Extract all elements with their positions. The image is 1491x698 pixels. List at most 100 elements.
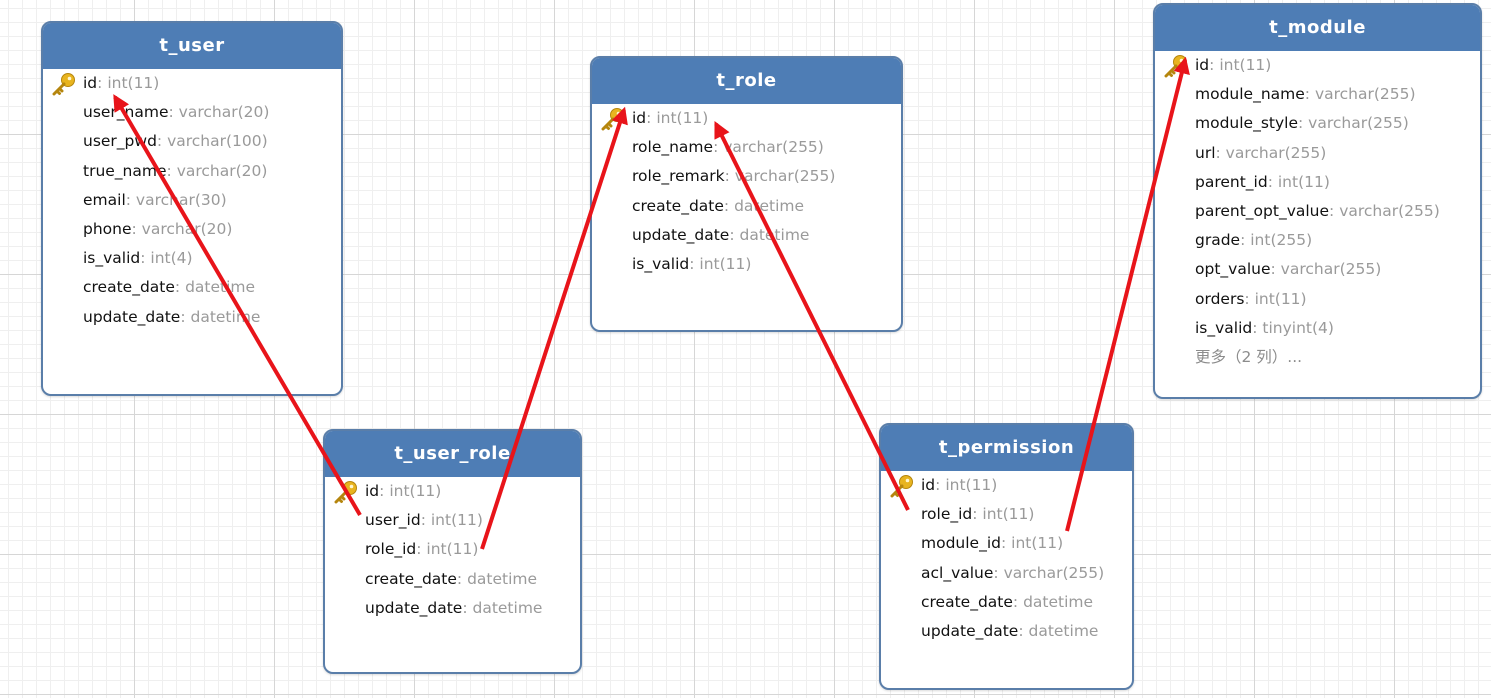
- field-name: is_valid: [1195, 318, 1253, 337]
- primary-key-icon: [52, 73, 75, 96]
- field-name: user_id: [365, 511, 421, 530]
- field-type: int(255): [1250, 231, 1313, 250]
- field-type: varchar(30): [135, 190, 227, 209]
- field-name: module_name: [1195, 85, 1305, 104]
- field-name: is_valid: [83, 249, 141, 268]
- field-type: int(11): [982, 505, 1035, 524]
- field-type: varchar(255): [723, 138, 824, 157]
- field-name: parent_id: [1195, 172, 1268, 191]
- field-row[interactable]: id: int(11): [592, 104, 901, 133]
- field-name: phone: [83, 219, 132, 238]
- field-name: role_id: [921, 505, 973, 524]
- field-type: int(11): [426, 540, 479, 559]
- table-t-module[interactable]: t_module id: int(11) module_name: varcha…: [1153, 3, 1482, 399]
- field-type: datetime: [734, 196, 805, 215]
- field-row[interactable]: update_date: datetime: [632, 225, 810, 244]
- field-row[interactable]: role_remark: varchar(255): [632, 167, 836, 186]
- field-type: int(11): [945, 476, 998, 494]
- field-name: create_date: [921, 592, 1013, 611]
- field-row[interactable]: is_valid: int(11): [632, 254, 752, 273]
- table-title: t_module: [1155, 5, 1480, 51]
- field-row[interactable]: user_pwd: varchar(100): [83, 132, 268, 151]
- field-name: create_date: [365, 569, 457, 588]
- field-list: id: int(11) role_name: varchar(255) role…: [592, 104, 901, 279]
- field-row[interactable]: id: int(11): [881, 471, 1132, 500]
- field-row[interactable]: is_valid: int(4): [83, 249, 193, 268]
- field-row[interactable]: module_style: varchar(255): [1195, 114, 1409, 133]
- field-name: id: [921, 476, 936, 494]
- field-name: is_valid: [632, 254, 690, 273]
- field-row[interactable]: role_name: varchar(255): [632, 138, 824, 157]
- field-type: int(11): [389, 482, 442, 500]
- field-row[interactable]: phone: varchar(20): [83, 219, 233, 238]
- field-type: int(11): [656, 109, 709, 127]
- field-type: varchar(255): [1308, 114, 1409, 133]
- field-type: varchar(255): [1339, 201, 1440, 220]
- field-name: module_id: [921, 534, 1001, 553]
- field-row[interactable]: create_date: datetime: [632, 196, 805, 215]
- table-t-user[interactable]: t_user id: int(11) user_name: varchar(20…: [41, 21, 343, 396]
- field-type: varchar(255): [1225, 143, 1327, 162]
- field-row[interactable]: update_date: datetime: [83, 307, 261, 326]
- field-name: user_name: [83, 103, 169, 122]
- field-row[interactable]: update_date: datetime: [365, 598, 543, 617]
- field-row[interactable]: parent_opt_value: varchar(255): [1195, 201, 1440, 220]
- field-name: id: [632, 109, 647, 127]
- field-row[interactable]: true_name: varchar(20): [83, 161, 268, 180]
- field-row[interactable]: opt_value: varchar(255): [1195, 260, 1382, 279]
- field-name: update_date: [632, 225, 730, 244]
- field-name: role_id: [365, 540, 417, 559]
- field-type: datetime: [190, 307, 261, 326]
- more-columns-link[interactable]: 更多（2 列）...: [1195, 347, 1303, 366]
- field-name: acl_value: [921, 563, 994, 582]
- field-row[interactable]: id: int(11): [1155, 51, 1480, 80]
- field-type: varchar(255): [1314, 85, 1416, 104]
- field-row[interactable]: module_name: varchar(255): [1195, 85, 1416, 104]
- primary-key-icon: [601, 108, 624, 131]
- field-row[interactable]: url: varchar(255): [1195, 143, 1327, 162]
- field-type: varchar(255): [1003, 563, 1105, 582]
- field-row[interactable]: is_valid: tinyint(4): [1195, 318, 1334, 337]
- field-type: datetime: [1028, 621, 1099, 640]
- field-row[interactable]: grade: int(255): [1195, 231, 1313, 250]
- field-row[interactable]: user_id: int(11): [365, 511, 483, 530]
- field-name: module_style: [1195, 114, 1299, 133]
- field-row[interactable]: orders: int(11): [1195, 289, 1307, 308]
- primary-key-icon: [890, 475, 913, 498]
- table-t-role[interactable]: t_role id: int(11) role_name: varchar(25…: [590, 56, 903, 332]
- field-name: id: [83, 74, 98, 92]
- field-name: update_date: [921, 621, 1019, 640]
- field-row[interactable]: id: int(11): [325, 477, 580, 506]
- field-row[interactable]: create_date: datetime: [83, 278, 256, 297]
- field-row[interactable]: acl_value: varchar(255): [921, 563, 1105, 582]
- table-title: t_role: [592, 58, 901, 104]
- field-name: update_date: [83, 307, 181, 326]
- field-row[interactable]: module_id: int(11): [921, 534, 1064, 553]
- field-row[interactable]: parent_id: int(11): [1195, 172, 1330, 191]
- table-t-user-role[interactable]: t_user_role id: int(11) user_id: int(11)…: [323, 429, 582, 674]
- field-row[interactable]: email: varchar(30): [83, 190, 227, 209]
- field-type: int(11): [1254, 289, 1307, 308]
- field-row[interactable]: role_id: int(11): [365, 540, 479, 559]
- field-name: update_date: [365, 598, 463, 617]
- field-name: true_name: [83, 161, 167, 180]
- field-type: int(11): [1011, 534, 1064, 553]
- field-type: int(11): [1219, 56, 1272, 74]
- field-name: opt_value: [1195, 260, 1271, 279]
- table-t-permission[interactable]: t_permission id: int(11) role_id: int(11…: [879, 423, 1134, 690]
- field-row[interactable]: update_date: datetime: [921, 621, 1099, 640]
- field-name: id: [1195, 56, 1210, 74]
- field-type: datetime: [185, 278, 256, 297]
- field-name: id: [365, 482, 380, 500]
- field-list: id: int(11) user_name: varchar(20) user_…: [43, 69, 341, 332]
- field-name: parent_opt_value: [1195, 201, 1330, 220]
- field-type: datetime: [739, 225, 810, 244]
- field-name: create_date: [632, 196, 724, 215]
- field-row[interactable]: create_date: datetime: [365, 569, 538, 588]
- field-row[interactable]: create_date: datetime: [921, 592, 1094, 611]
- field-row[interactable]: user_name: varchar(20): [83, 103, 270, 122]
- field-type: tinyint(4): [1262, 318, 1334, 337]
- field-row[interactable]: role_id: int(11): [921, 505, 1035, 524]
- field-row[interactable]: id: int(11): [43, 69, 341, 98]
- field-name: grade: [1195, 231, 1241, 250]
